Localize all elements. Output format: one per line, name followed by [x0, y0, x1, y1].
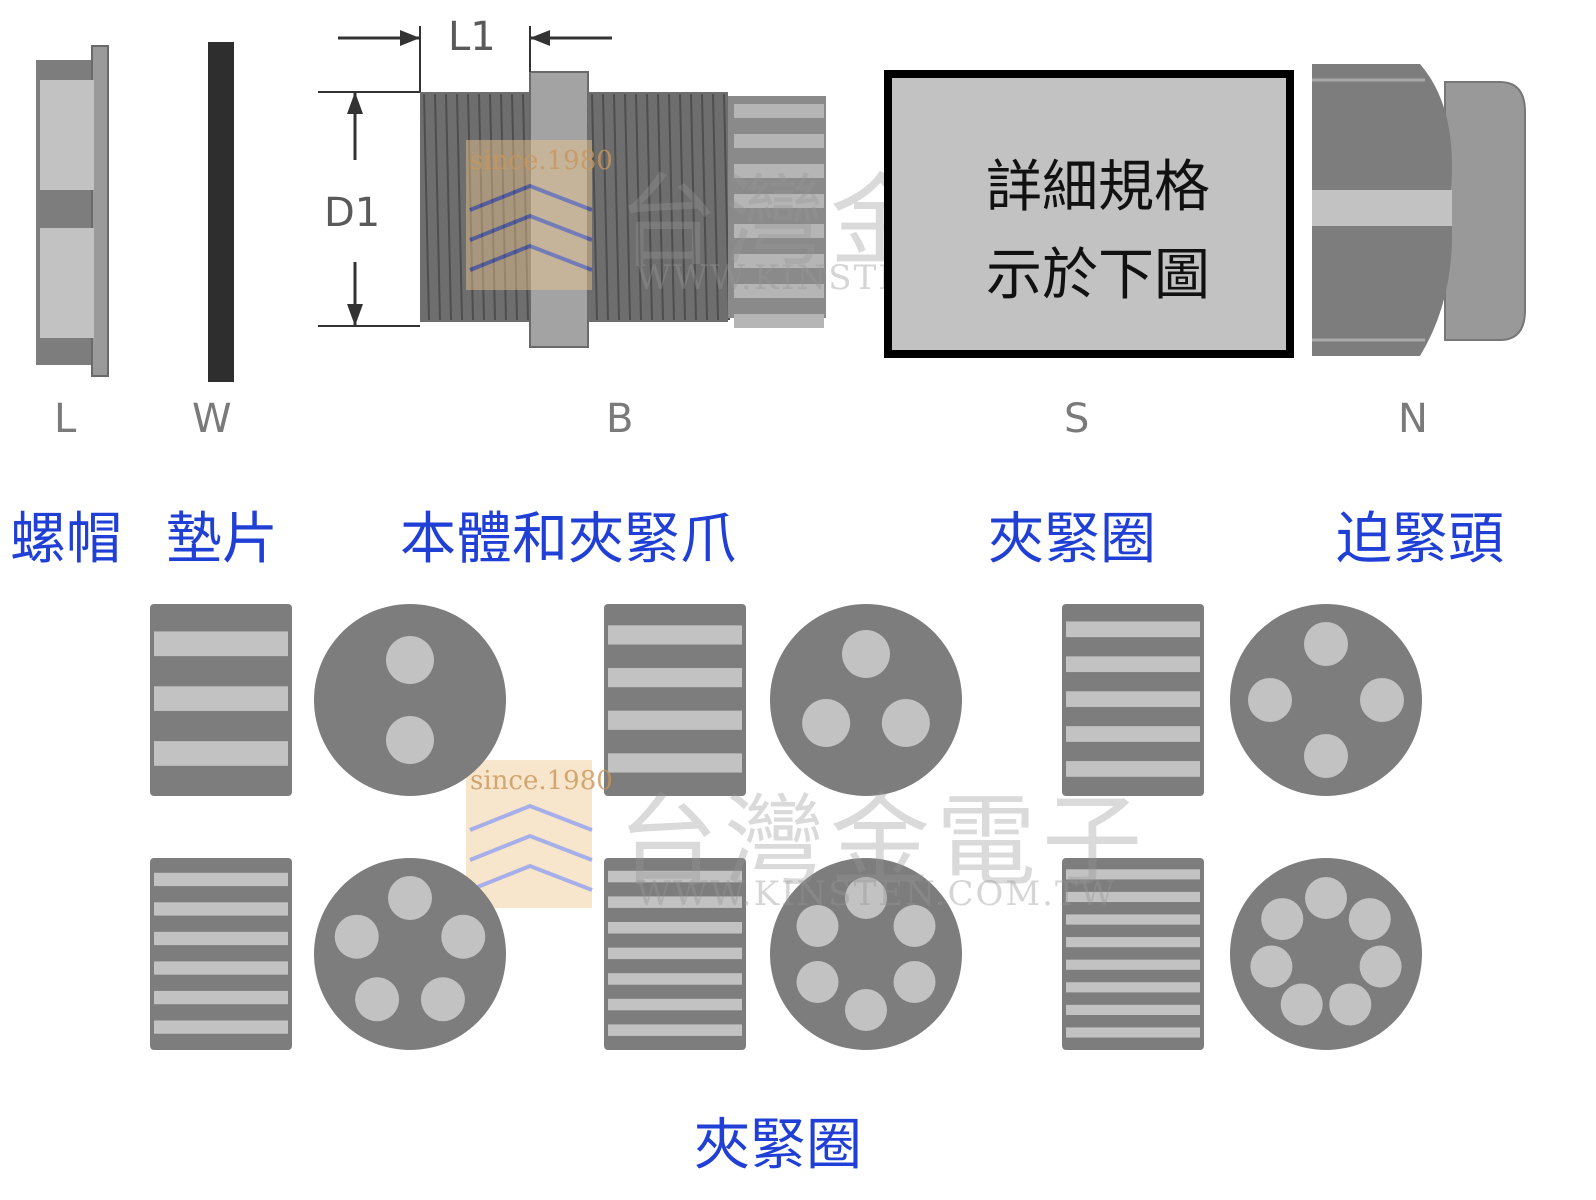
insert-hole [1250, 945, 1293, 988]
part-letter-w: W [192, 396, 232, 442]
inserts-caption: 夾緊圈 [694, 1113, 862, 1178]
watermark-brand-2: 台灣金電子 [618, 783, 1148, 900]
watermark-logo-middle [466, 760, 593, 908]
insert-hole [1359, 945, 1402, 988]
insert-end-view [770, 604, 962, 796]
washer-drawing [208, 42, 234, 382]
part-letter-s: S [1064, 396, 1090, 442]
insert-hole [893, 905, 936, 947]
watermark-url-2: WWW.KINSTEN.COM.TW [636, 874, 1117, 914]
dimension-l1-label: L1 [448, 14, 496, 60]
insert-hole [1360, 678, 1404, 722]
insert-hole [1261, 898, 1304, 941]
insert-hole [420, 977, 465, 1022]
insert-hole [441, 914, 486, 959]
part-name-body: 本體和夾緊爪 [400, 507, 736, 572]
body-drawing [318, 26, 826, 348]
insert-hole [842, 630, 890, 678]
insert-hole [881, 699, 930, 747]
part-name-cap: 迫緊頭 [1336, 507, 1504, 572]
insert-hole [1348, 898, 1391, 941]
insert-hole [1304, 622, 1348, 666]
insert-hole [386, 636, 434, 684]
insert-hole [388, 876, 432, 920]
dome-cap-drawing [1312, 64, 1526, 356]
watermark-since: since.1980 [470, 146, 613, 176]
insert-hole [893, 961, 936, 1003]
part-letter-n: N [1398, 396, 1428, 442]
insert-hole [1305, 877, 1347, 919]
insert-hole [334, 914, 379, 959]
insert-hole [1329, 983, 1372, 1026]
part-name-washer: 墊片 [166, 507, 278, 572]
watermark-since-2: since.1980 [470, 766, 613, 796]
insert-hole [802, 699, 851, 747]
insert-hole [386, 716, 434, 764]
insert-hole [845, 877, 887, 919]
insert-hole [796, 961, 839, 1003]
insert-end-view [1230, 604, 1422, 796]
spec-line-2: 示於下圖 [986, 243, 1210, 308]
insert-side-view [604, 604, 746, 796]
insert-end-view [314, 604, 506, 796]
insert-hole [1280, 983, 1323, 1026]
part-letter-b: B [606, 396, 634, 442]
part-name-seal: 夾緊圈 [988, 507, 1156, 572]
spec-box: 詳細規格 示於下圖 [884, 70, 1294, 358]
insert-grid [150, 604, 1422, 1050]
dimension-d1-label: D1 [324, 190, 381, 236]
part-letter-l: L [54, 396, 77, 442]
insert-hole [1248, 678, 1292, 722]
insert-hole [1304, 734, 1348, 778]
insert-hole [845, 989, 887, 1031]
insert-hole [796, 905, 839, 947]
nut-drawing [36, 45, 109, 377]
insert-hole [355, 977, 400, 1022]
watermark-logo-top [466, 140, 593, 290]
part-name-nut: 螺帽 [10, 507, 122, 572]
spec-line-1: 詳細規格 [986, 155, 1210, 220]
insert-side-view [1062, 858, 1204, 1050]
